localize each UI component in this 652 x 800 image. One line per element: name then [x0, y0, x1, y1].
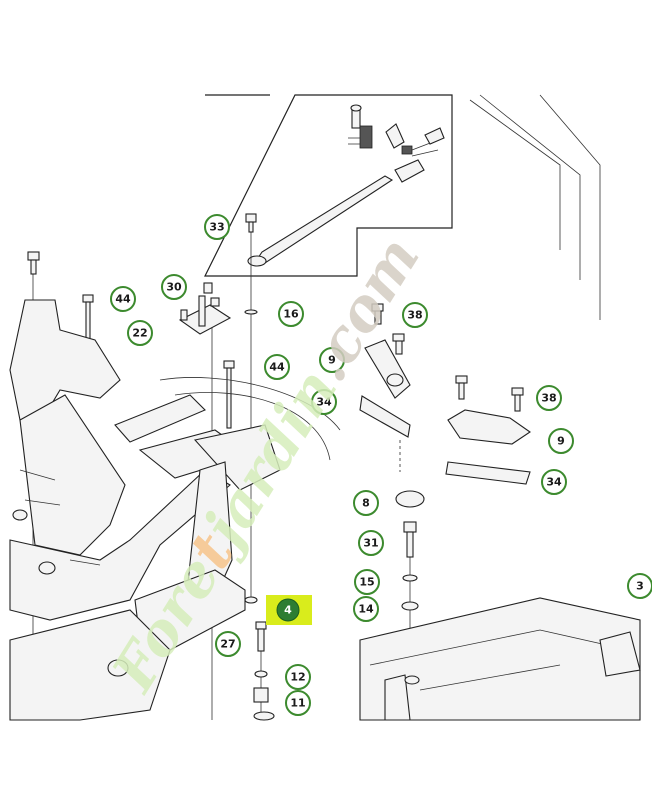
callout-31-label: 31 — [363, 537, 378, 550]
highlighted-callout-4[interactable]: 4 — [266, 595, 312, 625]
washer-4 — [244, 596, 258, 604]
washer-15 — [402, 574, 418, 582]
callout-16-label: 16 — [283, 308, 299, 321]
nut-12 — [254, 670, 268, 678]
callout-3[interactable]: 3 — [627, 573, 652, 599]
bracket-9-34-upper — [359, 303, 411, 438]
callout-30[interactable]: 30 — [161, 274, 187, 300]
callout-31[interactable]: 31 — [358, 530, 384, 556]
bolt-27 — [255, 621, 267, 652]
callout-14-label: 14 — [358, 603, 374, 616]
callout-33[interactable]: 33 — [204, 214, 230, 240]
callout-38-a-label: 38 — [407, 309, 422, 322]
bushing-11 — [253, 687, 275, 721]
callout-44-b[interactable]: 44 — [264, 354, 290, 380]
watermark: Foretjardin.com — [98, 225, 433, 704]
callout-33-label: 33 — [209, 221, 224, 234]
callout-44-b-label: 44 — [269, 361, 285, 374]
leader-lines — [469, 94, 601, 320]
washer-16 — [244, 309, 258, 315]
cap-8 — [395, 490, 425, 508]
highlighted-callout-4-label: 4 — [284, 604, 292, 617]
callout-22-label: 22 — [132, 327, 147, 340]
callout-38-b-label: 38 — [541, 392, 556, 405]
callout-9-b[interactable]: 9 — [548, 428, 574, 454]
detail-inset-frame — [204, 94, 453, 277]
callout-30-label: 30 — [166, 281, 182, 294]
callout-11[interactable]: 11 — [285, 690, 311, 716]
callout-15-label: 15 — [359, 576, 374, 589]
bolt-33 — [245, 213, 257, 233]
callout-22[interactable]: 22 — [127, 320, 153, 346]
linkage-rod — [247, 104, 445, 267]
callout-34-b-label: 34 — [546, 476, 562, 489]
bracket-22 — [178, 282, 232, 335]
callout-27[interactable]: 27 — [215, 631, 241, 657]
callout-12-label: 12 — [290, 671, 305, 684]
callout-15[interactable]: 15 — [354, 569, 380, 595]
callout-14[interactable]: 14 — [353, 596, 379, 622]
callout-9-a[interactable]: 9 — [319, 347, 345, 373]
callout-44-a[interactable]: 44 — [110, 286, 136, 312]
lower-right-tray — [359, 597, 641, 721]
bracket-9-34-right — [445, 375, 531, 485]
callout-8[interactable]: 8 — [353, 490, 379, 516]
main-frame — [9, 299, 341, 721]
callout-38-b[interactable]: 38 — [536, 385, 562, 411]
callout-34-a[interactable]: 34 — [311, 389, 337, 415]
callout-11-label: 11 — [290, 697, 305, 710]
callout-16[interactable]: 16 — [278, 301, 304, 327]
callout-34-a-label: 34 — [316, 396, 332, 409]
bolt-31 — [403, 521, 417, 558]
svg-text:Foretjardin.com: Foretjardin.com — [98, 225, 433, 704]
callout-44-a-label: 44 — [115, 293, 131, 306]
callouts: 33 30 44 22 16 44 38 9 — [110, 214, 652, 716]
callout-38-a[interactable]: 38 — [402, 302, 428, 328]
bolt-left — [27, 251, 40, 275]
callout-27-label: 27 — [220, 638, 235, 651]
callout-3-label: 3 — [636, 580, 644, 593]
callout-12[interactable]: 12 — [285, 664, 311, 690]
bolt-44-b — [223, 360, 235, 429]
callout-34-b[interactable]: 34 — [541, 469, 567, 495]
washer-14 — [401, 601, 419, 611]
callout-8-label: 8 — [362, 497, 370, 510]
callout-9-b-label: 9 — [557, 435, 565, 448]
callout-9-a-label: 9 — [328, 354, 336, 367]
